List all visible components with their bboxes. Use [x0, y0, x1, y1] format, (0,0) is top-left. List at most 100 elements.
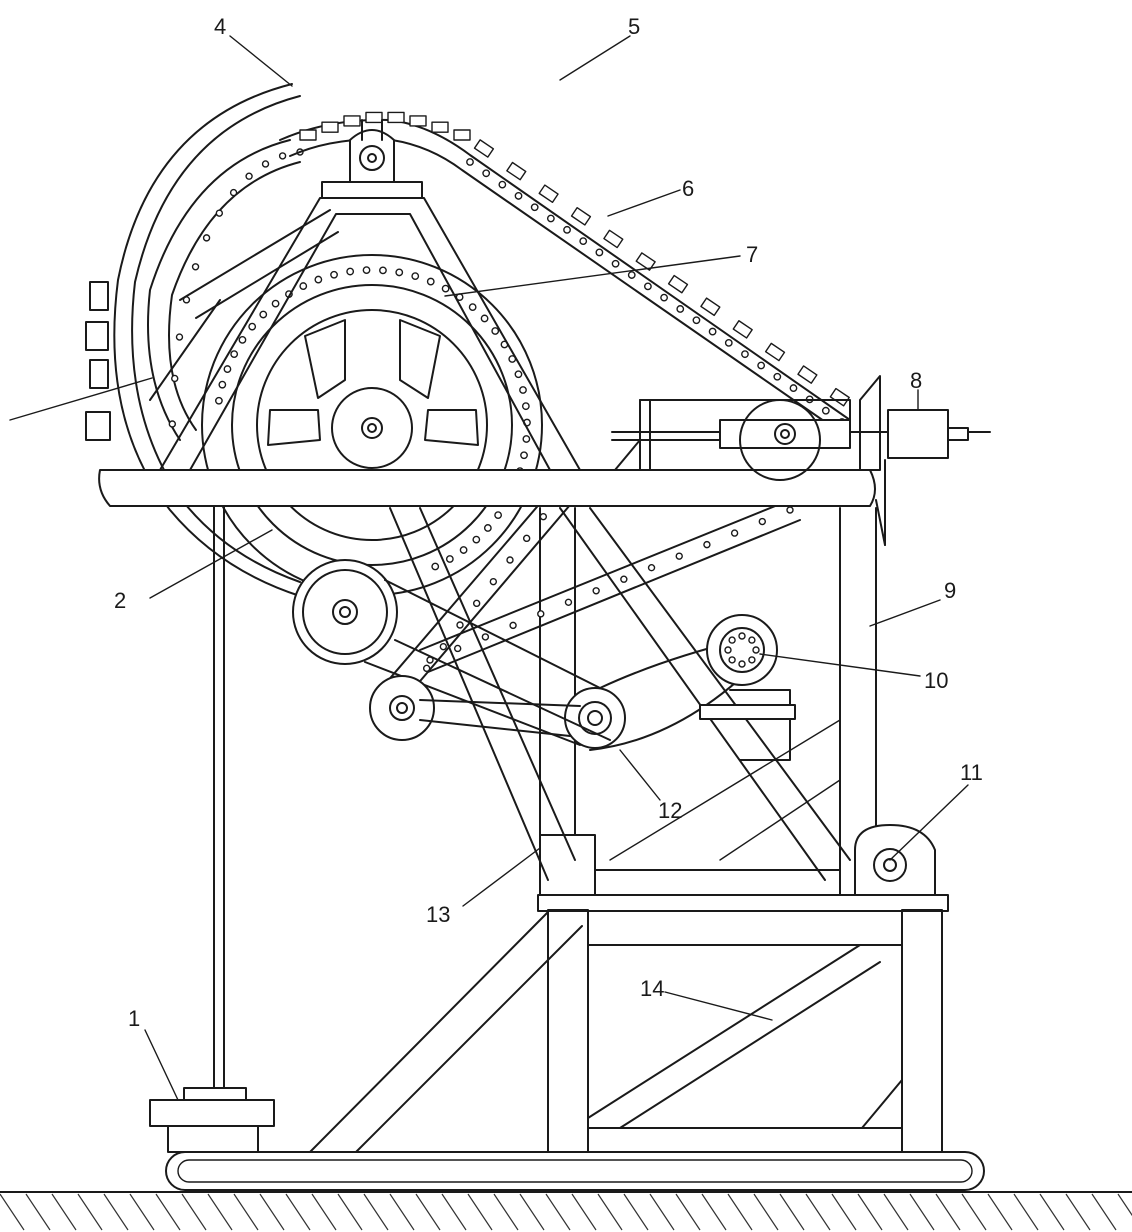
chain-link — [522, 534, 531, 543]
hatch-line — [415, 1193, 441, 1231]
chain-link — [506, 556, 514, 564]
base-frame — [309, 894, 949, 1153]
chain-link — [482, 169, 491, 178]
chain-link — [261, 160, 270, 168]
sprocket-hole — [491, 327, 500, 335]
chain-link — [168, 420, 177, 428]
chain-paddle — [365, 111, 383, 124]
motor-bolt — [748, 656, 756, 664]
chain-paddle — [299, 129, 317, 141]
chain-paddle — [635, 252, 656, 271]
chain-link — [439, 642, 448, 651]
sprocket-hole — [522, 435, 531, 443]
label-9: 9 — [944, 578, 956, 603]
sprocket-hole — [230, 350, 239, 358]
hatch-line — [857, 1193, 883, 1231]
motor-bolt — [738, 660, 746, 668]
sprocket-hole — [411, 272, 420, 281]
chain-link — [489, 577, 498, 586]
chain-link — [215, 209, 224, 217]
chain-link — [758, 517, 767, 526]
motor-bolt — [728, 636, 736, 644]
hatch-line — [727, 1193, 753, 1231]
chain-paddle — [764, 342, 786, 362]
hatch-line — [207, 1193, 233, 1231]
sprocket-hole — [215, 396, 223, 405]
chain-paddle — [829, 387, 850, 407]
label-7: 7 — [746, 242, 758, 267]
chain-link — [278, 152, 287, 160]
chain-link — [675, 552, 683, 560]
chain-link — [191, 263, 200, 271]
hatch-line — [1039, 1193, 1065, 1231]
hatch-line — [597, 1193, 623, 1231]
chain-paddle — [473, 139, 495, 158]
belt-drive — [292, 559, 761, 751]
chain-link — [509, 621, 517, 630]
hatch-line — [753, 1193, 779, 1231]
motor-bolt-holes — [724, 632, 760, 668]
label-4: 4 — [214, 14, 226, 39]
hatch-line — [571, 1193, 597, 1231]
chain-link — [730, 529, 739, 537]
chain-paddle — [797, 365, 818, 384]
chain-link — [676, 305, 685, 313]
chain-paddle — [667, 274, 689, 294]
chain-link — [537, 610, 545, 618]
chain-paddle — [506, 161, 527, 181]
hatch-line — [831, 1193, 857, 1231]
crawler-track — [165, 1151, 985, 1191]
sprocket-hole — [480, 314, 489, 323]
scraper-chain-curve — [85, 139, 304, 441]
hatch-line — [883, 1193, 909, 1231]
chain-paddle — [603, 229, 624, 249]
hatch-line — [701, 1193, 727, 1231]
chain-link — [481, 633, 490, 641]
chain-link — [595, 248, 604, 257]
chain-link — [592, 587, 600, 595]
chain-link — [620, 575, 628, 583]
hatch-line — [649, 1193, 675, 1231]
chain-link — [514, 192, 523, 200]
chain-link — [472, 599, 481, 608]
hatch-line — [935, 1193, 961, 1231]
electric-motor — [699, 614, 796, 761]
hatch-line — [441, 1193, 467, 1231]
hatch-line — [311, 1193, 337, 1231]
wheel-sprocket-holes — [215, 266, 531, 571]
hatch-line — [1091, 1193, 1117, 1231]
chain-link — [466, 158, 474, 166]
chain-link — [773, 372, 782, 381]
chain-link — [498, 180, 507, 189]
sprocket-hole — [426, 277, 435, 286]
sprocket-hole — [299, 282, 308, 290]
ground — [0, 1191, 1132, 1231]
label-13: 13 — [426, 902, 450, 927]
callout-labels: 4 5 6 7 8 9 10 11 12 13 14 2 1 — [114, 14, 983, 1031]
chain-link — [703, 540, 711, 549]
sprocket-hole — [431, 562, 440, 571]
chain-link — [422, 664, 431, 673]
motor-bolt — [752, 646, 760, 654]
sprocket-hole — [468, 303, 477, 312]
hatch-line — [337, 1193, 363, 1231]
motor-bolt — [724, 646, 732, 654]
hatch-line — [909, 1193, 935, 1231]
chain-paddle — [409, 115, 427, 127]
label-14: 14 — [640, 976, 664, 1001]
chain-link — [453, 644, 462, 653]
sprocket-hole — [379, 266, 387, 275]
sprocket-hole — [494, 511, 503, 520]
support-foot — [149, 469, 275, 1153]
chain-paddle — [387, 111, 405, 124]
sprocket-hole — [472, 535, 481, 544]
label-2: 2 — [114, 588, 126, 613]
hatch-line — [1117, 1193, 1132, 1217]
hatch-line — [779, 1193, 805, 1231]
roller-bearing — [854, 824, 936, 896]
sprocket-hole — [248, 322, 257, 331]
hatch-line — [181, 1193, 207, 1231]
upper-frame — [389, 507, 877, 896]
